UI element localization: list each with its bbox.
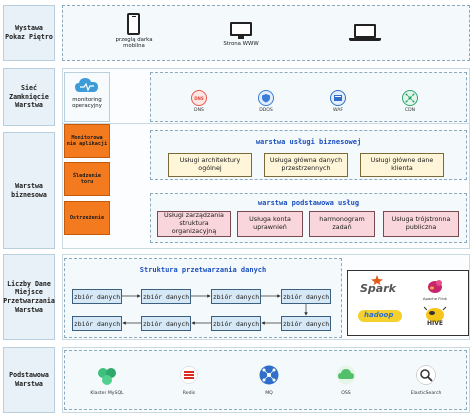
dataset-r1-2: zbiór danych [141, 289, 191, 304]
dataset-r2-2: zbiór danych [141, 316, 191, 331]
general-architecture-service: Usługi architektury ogólnej [168, 153, 252, 177]
oss-label: OSS [341, 391, 351, 396]
layer-label-network: Sieć Zamknięcie Warstwa [3, 68, 55, 126]
hadoop-elephant-icon [358, 310, 402, 322]
laptop-icon [354, 24, 376, 38]
mysql-label: Klaster MySQL [90, 391, 124, 396]
dataset-r2-4: zbiór danych [281, 316, 331, 331]
third-party-public-service: Usługa trójstronna publiczna [383, 211, 459, 237]
elasticsearch-icon [416, 365, 436, 385]
flink-label: Apache Flink [422, 296, 448, 301]
trace-tracking-box: Śledzenie toru [64, 162, 110, 196]
cloud-monitor-icon [75, 78, 98, 92]
elasticsearch-label: ElasticSearch [410, 391, 442, 396]
cdn-label: CDN [404, 108, 416, 113]
display-panel [62, 5, 470, 61]
hive-logo: HIVE [427, 320, 443, 327]
layer-label-display: Wystawa Pokaz Piętro [3, 5, 55, 61]
dns-icon: DNS [191, 90, 207, 106]
business-services-title: warstwa usługi biznesowej [255, 138, 362, 146]
dataset-r1-4: zbiór danych [281, 289, 331, 304]
waf-label: WAF [332, 108, 344, 113]
spark-star-icon [371, 275, 383, 285]
monitor-label: monitoring operacyjny [72, 97, 102, 110]
spatial-data-service: Usługa główna danych przestrzennych [264, 153, 348, 177]
layer-label-data: Liczby Dane Miejsce Przetwarzania Warstw… [3, 254, 55, 340]
task-scheduler-service: harmonogram zadań [309, 211, 375, 237]
account-permissions-service: Usługa konta uprawnień [237, 211, 303, 237]
layer-label-business: Warstwa biznesowa [3, 132, 55, 249]
dataset-r2-1: zbiór danych [72, 316, 122, 331]
mobile-phone-icon [127, 13, 140, 35]
base-services-title: warstwa podstawowa usług [257, 199, 360, 207]
laptop-base [349, 38, 381, 41]
hadoop-logo: hadoop [364, 311, 394, 319]
mq-icon [259, 365, 279, 385]
web-label: Strona WWW [223, 41, 259, 47]
ddos-shield-icon [258, 90, 274, 106]
bigdata-logos-panel [347, 270, 469, 336]
app-monitoring-box: Monitorowa nie aplikacji [64, 124, 110, 158]
dns-label: DNS [194, 108, 204, 113]
data-processing-title: Struktura przetwarzania danych [139, 266, 267, 274]
redis-icon [180, 366, 198, 384]
dataset-r1-1: zbiór danych [72, 289, 122, 304]
waf-icon [330, 90, 346, 106]
cdn-network-icon [402, 90, 418, 106]
spark-logo: Spark [360, 282, 396, 295]
monitor-stand [238, 36, 244, 39]
flink-squirrel-icon [428, 280, 442, 293]
redis-label: Redis [182, 391, 196, 396]
org-structure-service: Usługi zarządzania struktura organizacyj… [157, 211, 231, 237]
desktop-monitor-icon [230, 22, 252, 36]
dataset-r2-3: zbiór danych [211, 316, 261, 331]
mobile-label: przeglą darka mobilna [115, 37, 153, 50]
dataset-r1-3: zbiór danych [211, 289, 261, 304]
oss-cloud-icon [336, 365, 356, 385]
ddos-label: DDOS [259, 108, 273, 113]
hive-bee-icon [423, 306, 447, 322]
alert-box: Ostrzeżenie [64, 201, 110, 235]
mq-label: MQ [265, 391, 273, 396]
mysql-cluster-icon [98, 368, 116, 385]
layer-label-base: Podstawowa Warstwa [3, 347, 55, 413]
client-data-service: Usługi główne dane klienta [360, 153, 444, 177]
